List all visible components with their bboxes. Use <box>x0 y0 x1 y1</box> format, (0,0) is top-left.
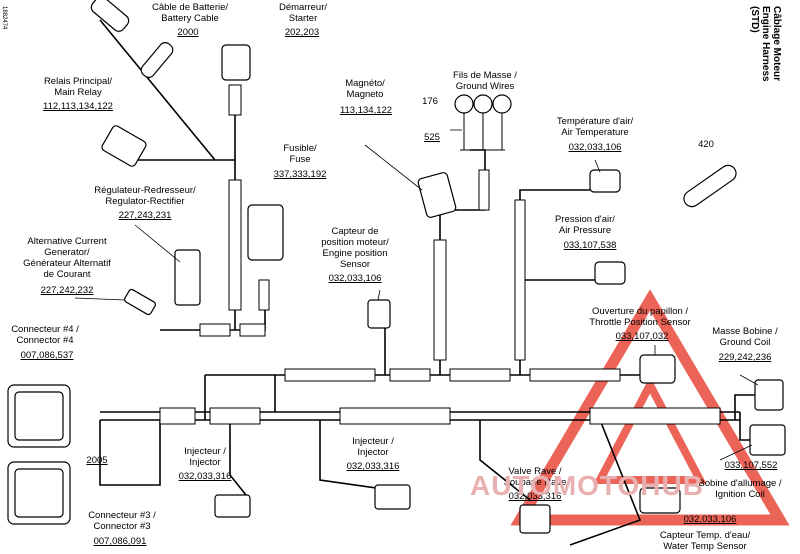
air-temperature-number: 032,033,106 <box>568 142 622 153</box>
sleeve <box>258 279 270 311</box>
water-temp-sensor <box>639 487 681 514</box>
air-temp-sensor <box>589 169 621 193</box>
part-420-label: 420 <box>698 139 714 150</box>
injector2-label: Injecteur /Injector <box>352 436 394 458</box>
sleeve <box>159 407 196 425</box>
magneto-number: 113,134,122 <box>339 105 393 116</box>
sleeve <box>284 368 376 382</box>
injector1-wire <box>229 420 251 501</box>
ignition-coil-number: 033,107,552 <box>724 460 778 471</box>
watermark-text: AUTOMOTOHUB <box>470 470 704 501</box>
sleeve <box>339 407 451 425</box>
ground-ring-terminal <box>492 94 512 114</box>
injector1-label: Injecteur /Injector <box>184 446 226 468</box>
ground-wire-leads <box>460 113 505 151</box>
sleeve <box>239 323 266 337</box>
starter-body <box>221 44 251 81</box>
air-pressure-number: 033,107,538 <box>563 240 617 251</box>
sleeve <box>433 239 447 361</box>
connector4-number: 007,086,537 <box>20 350 74 361</box>
sleeve <box>514 199 526 361</box>
injector2-number: 032,033,316 <box>346 461 400 472</box>
leader-lines <box>74 129 759 461</box>
fuse-label: Fusible/Fuse <box>283 143 317 165</box>
part-420-tube <box>683 164 737 208</box>
battery-cable-terminal <box>90 0 130 32</box>
magneto-label: Magnéto/Magneto <box>345 78 385 100</box>
ignition-coil-label: Bobine d'allumage /Ignition Coil <box>698 478 782 500</box>
sleeve <box>529 368 621 382</box>
battery-wire <box>99 19 216 161</box>
valve-plug <box>519 504 551 534</box>
part-2005-number: 2005 <box>86 455 108 466</box>
upper-branch-wire <box>204 374 520 420</box>
water-temp-label: Capteur Temp. d'eau/Water Temp Sensor <box>659 530 751 552</box>
air-pressure-sensor <box>594 261 626 285</box>
connector3-number: 007,086,091 <box>93 536 147 547</box>
rectifier-number: 227,243,231 <box>118 210 172 221</box>
harness-sleeves <box>159 84 721 425</box>
water-temp-wire <box>569 419 642 546</box>
starter-label: Démarreur/Starter <box>278 2 328 24</box>
reference-number: 1882474 <box>1 6 7 30</box>
ground-coil-plug <box>754 379 784 411</box>
injector2-plug <box>374 484 411 510</box>
connector3-wire <box>99 420 161 486</box>
engine-pos-sensor <box>367 299 391 329</box>
sleeve <box>449 368 511 382</box>
injector2-wire <box>319 420 391 491</box>
rectifier-label: Régulateur-Redresseur/Regulator-Rectifie… <box>94 185 196 207</box>
fuse-number: 337,333,192 <box>273 169 327 180</box>
ground-ring-terminal <box>473 94 493 114</box>
air-temperature-label: Température d'air/Air Temperature <box>556 116 634 138</box>
battery-cable-label: Câble de Batterie/Battery Cable <box>151 2 229 24</box>
main-relay-label: Relais Principal/Main Relay <box>43 76 113 98</box>
air-pressure-label: Pression d'air/Air Pressure <box>555 214 615 236</box>
battery-cable-sleeve <box>140 42 174 78</box>
valve-wire <box>479 420 531 501</box>
ground-wires-label: Fils de Masse /Ground Wires <box>453 70 517 92</box>
sleeve <box>209 407 261 425</box>
engine-position-number: 032,033,106 <box>328 273 382 284</box>
ground-coil-label: Masse Bobine /Ground Coil <box>712 326 778 348</box>
valve-label: Valve Rave /Soupape Rave <box>503 466 567 488</box>
ignition-coil-plug <box>749 424 786 456</box>
ground-wire-176: 176 <box>422 96 438 107</box>
sleeve <box>199 323 231 337</box>
battery-cable-number: 2000 <box>177 27 199 38</box>
sleeve <box>228 84 242 116</box>
sleeve <box>389 368 431 382</box>
diagram-title: Câblage Moteur Engine Harness (STD) <box>749 6 782 82</box>
starter-number: 202,203 <box>284 27 320 38</box>
injector1-plug <box>214 494 251 518</box>
fuse-box <box>247 204 284 261</box>
alternator-plug <box>124 288 156 316</box>
injector1-number: 032,033,316 <box>178 471 232 482</box>
main-relay-body <box>101 125 147 167</box>
magneto-plug <box>417 172 457 218</box>
alternator-number: 227,242,232 <box>40 285 94 296</box>
sleeve <box>228 179 242 311</box>
throttle-number: 033,107,032 <box>615 331 669 342</box>
connector3-block-inner <box>14 468 64 518</box>
coil-wire <box>734 394 760 420</box>
ground-ring-terminal <box>454 94 474 114</box>
connector3-label: Connecteur #3 /Connector #3 <box>88 510 156 532</box>
valve-number: 032,033,316 <box>508 491 562 502</box>
connector4-label: Connecteur #4 /Connector #4 <box>11 324 79 346</box>
sleeve <box>589 407 721 425</box>
connector4-block-inner <box>14 391 64 441</box>
ground-wire-525: 525 <box>424 132 440 143</box>
throttle-label: Ouverture du papillon /Throttle Position… <box>589 306 691 328</box>
water-temp-number: 032,033,106 <box>683 514 737 525</box>
ground-coil-number: 229,242,236 <box>718 352 772 363</box>
rectifier-body <box>174 249 201 306</box>
sleeve <box>478 169 490 211</box>
main-relay-number: 112,113,134,122 <box>43 101 113 112</box>
throttle-sensor <box>639 354 676 384</box>
